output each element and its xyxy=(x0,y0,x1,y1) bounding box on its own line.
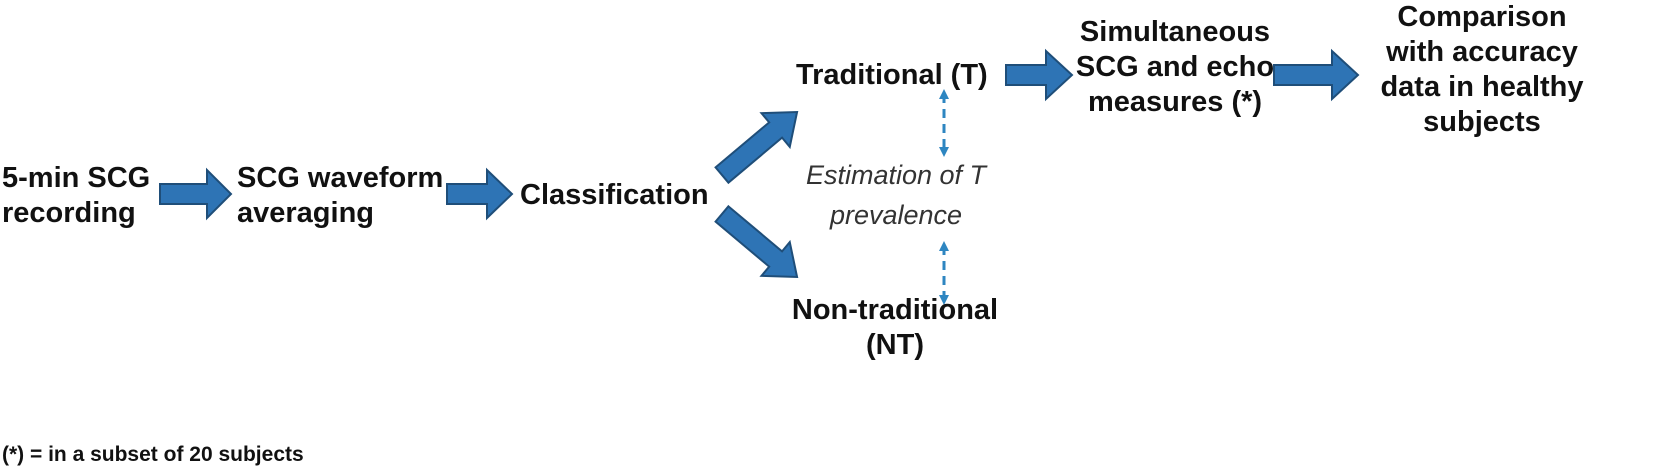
node-estimation: Estimation of T prevalence xyxy=(776,155,1016,235)
node-recording: 5-min SCG recording xyxy=(2,161,162,231)
node-simultaneous-line-2: SCG and echo xyxy=(1075,51,1275,83)
node-averaging: SCG waveform averaging xyxy=(237,161,447,231)
arrow-recording-to-averaging xyxy=(159,167,233,221)
node-comparison-line-2: with accuracy xyxy=(1386,36,1578,68)
node-averaging-line-1: SCG waveform xyxy=(237,162,444,194)
node-simultaneous-line-3: measures (*) xyxy=(1087,86,1263,118)
node-non-traditional-line-2: (NT) xyxy=(866,329,924,361)
node-estimation-line-1: Estimation of T xyxy=(805,160,987,190)
node-comparison-line-4: subjects xyxy=(1423,106,1541,138)
node-traditional-label: Traditional (T) xyxy=(796,59,988,91)
node-comparison-line-3: data in healthy xyxy=(1380,71,1584,103)
node-recording-line-2: recording xyxy=(2,197,136,229)
node-non-traditional-line-1: Non-traditional xyxy=(791,294,999,326)
node-estimation-line-2: prevalence xyxy=(829,200,963,230)
node-comparison: Comparison with accuracy data in healthy… xyxy=(1362,0,1602,140)
node-comparison-line-1: Comparison xyxy=(1397,1,1567,33)
node-averaging-line-2: averaging xyxy=(237,197,374,229)
node-non-traditional: Non-traditional (NT) xyxy=(780,293,1010,363)
footnote: (*) = in a subset of 20 subjects xyxy=(2,443,304,466)
arrow-traditional-to-simultaneous xyxy=(1005,48,1074,102)
node-classification-label: Classification xyxy=(520,179,709,211)
node-simultaneous-line-1: Simultaneous xyxy=(1079,16,1271,48)
arrow-simultaneous-to-comparison xyxy=(1273,48,1360,102)
node-traditional: Traditional (T) xyxy=(796,58,996,93)
node-simultaneous: Simultaneous SCG and echo measures (*) xyxy=(1070,15,1280,120)
arrow-averaging-to-classification xyxy=(446,167,514,221)
node-recording-line-1: 5-min SCG xyxy=(2,162,151,194)
arrow-classification-to-traditional xyxy=(714,110,799,185)
node-classification: Classification xyxy=(520,178,720,213)
arrow-classification-to-non-traditional xyxy=(714,204,799,279)
